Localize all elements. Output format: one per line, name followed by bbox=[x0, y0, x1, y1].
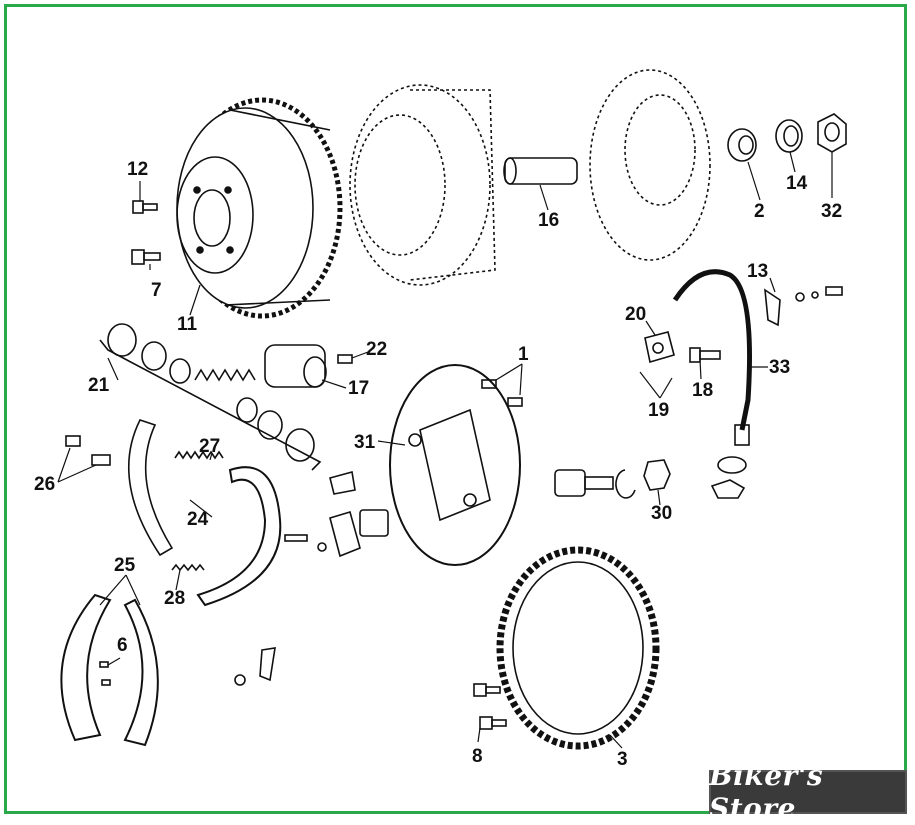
callout-25: 25 bbox=[114, 555, 136, 576]
rivets-part bbox=[99, 661, 111, 686]
bolt-12-part bbox=[132, 200, 158, 214]
axle-spacer-part bbox=[503, 157, 578, 185]
callout-22: 22 bbox=[366, 339, 388, 360]
callout-26: 26 bbox=[34, 474, 56, 495]
callout-13: 13 bbox=[747, 261, 769, 282]
bolt-7-part bbox=[131, 249, 161, 265]
hose-fitting-part bbox=[644, 331, 675, 364]
callout-24: 24 bbox=[187, 509, 209, 530]
banjo-bolt-part bbox=[689, 347, 721, 363]
callout-28: 28 bbox=[164, 588, 186, 609]
callout-27: 27 bbox=[199, 436, 221, 457]
brake-hose-part bbox=[672, 269, 752, 446]
callout-33: 33 bbox=[769, 357, 791, 378]
wheel-hub-part bbox=[349, 84, 496, 286]
adjuster-parts bbox=[284, 470, 389, 558]
wheel-cylinder-part bbox=[264, 344, 327, 388]
diagram-frame bbox=[4, 4, 907, 814]
callout-12: 12 bbox=[127, 159, 149, 180]
callout-17: 17 bbox=[348, 378, 370, 399]
callout-20: 20 bbox=[625, 304, 647, 325]
brake-backing-plate-part bbox=[589, 69, 711, 261]
callout-31: 31 bbox=[354, 432, 376, 453]
hose-clip-part bbox=[764, 286, 843, 327]
callout-11: 11 bbox=[177, 314, 198, 335]
leader-lines bbox=[57, 151, 833, 749]
sprocket-drum-part bbox=[176, 97, 343, 319]
spacer-ring-part bbox=[775, 119, 803, 153]
bikers-store-watermark: Biker's Store bbox=[709, 759, 907, 825]
callout-8: 8 bbox=[472, 746, 483, 767]
callout-30: 30 bbox=[651, 503, 673, 524]
callout-6: 6 bbox=[117, 635, 128, 656]
brake-lining-25-part bbox=[60, 593, 159, 747]
return-spring-28-part bbox=[171, 563, 205, 572]
rear-sprocket-part bbox=[496, 546, 660, 750]
lining-block-26-part bbox=[65, 435, 111, 466]
callout-32: 32 bbox=[821, 201, 843, 222]
wheel-cylinder-kit-part bbox=[99, 323, 322, 471]
brake-shoe-upper-part bbox=[127, 419, 282, 607]
bearing-race-part bbox=[727, 128, 757, 162]
bleeder-screw-part bbox=[337, 354, 353, 364]
callout-21: 21 bbox=[88, 375, 110, 396]
callout-19: 19 bbox=[648, 400, 670, 421]
return-spring-27-part bbox=[174, 450, 224, 460]
callout-7: 7 bbox=[151, 280, 162, 301]
axle-nut-part bbox=[817, 113, 847, 153]
callout-2: 2 bbox=[754, 201, 765, 222]
callout-3: 3 bbox=[617, 749, 628, 770]
cam-bolt-part bbox=[554, 459, 671, 499]
callout-18: 18 bbox=[692, 380, 714, 401]
callout-1: 1 bbox=[518, 344, 529, 365]
backing-plate-part bbox=[389, 364, 521, 566]
sprocket-bolts-part bbox=[473, 683, 507, 730]
hose-end-nuts-part bbox=[710, 456, 747, 499]
callout-14: 14 bbox=[786, 173, 808, 194]
small-bracket-part bbox=[234, 647, 276, 686]
backing-plate-bolts-part bbox=[481, 379, 523, 407]
callout-16: 16 bbox=[538, 210, 560, 231]
